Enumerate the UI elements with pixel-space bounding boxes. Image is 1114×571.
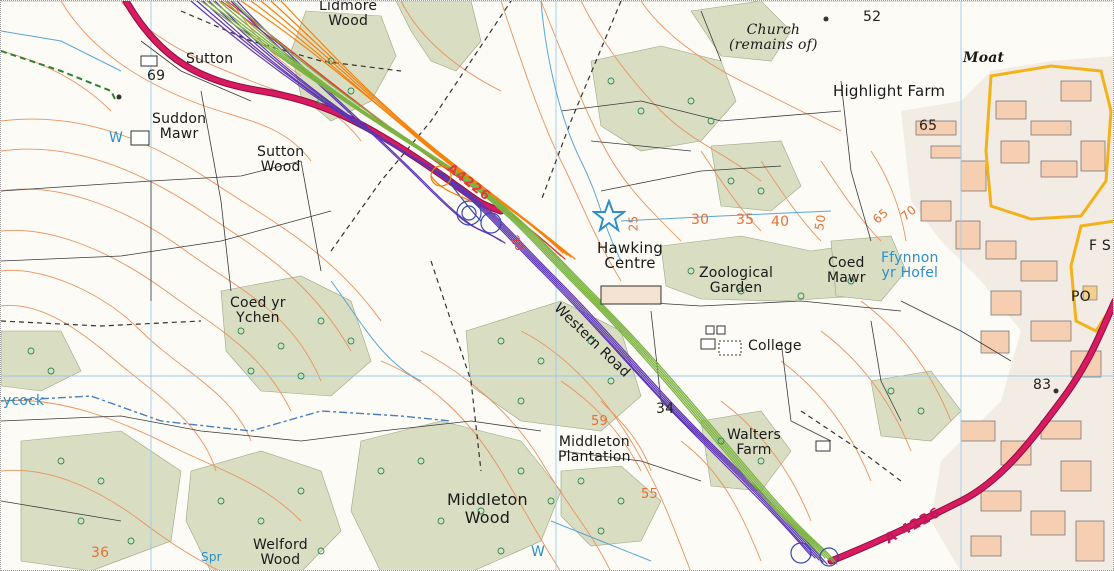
label-po: PO <box>1071 289 1091 305</box>
label-middleton-plantation: Middleton Plantation <box>558 434 631 465</box>
label-ffynnon-yr-hofel: Ffynnon yr Hofel <box>881 250 939 281</box>
tree-symbols <box>27 57 925 555</box>
contour-label-40: 40 <box>771 214 790 230</box>
contour-label-36: 36 <box>91 545 110 561</box>
contour-label-50: 50 <box>812 213 829 232</box>
label-fs: F S <box>1089 238 1111 254</box>
college-buildings <box>130 55 831 452</box>
label-hawking-centre: Hawking Centre <box>597 239 664 272</box>
contour-label-55: 55 <box>641 487 658 502</box>
label-coed-mawr: Coed Mawr <box>827 255 866 286</box>
label-lidmore-wood: Lidmore Wood <box>319 0 378 29</box>
label-welford-wood: Welford Wood <box>253 537 308 568</box>
label-middleton-wood: Middleton Wood <box>447 490 528 527</box>
label-wycock: ycock <box>3 393 45 409</box>
spot-height-65: 65 <box>919 118 938 134</box>
tracks <box>1 1 902 482</box>
label-college: College <box>748 338 802 354</box>
spot-height-34: 34 <box>656 401 675 417</box>
spot-height-52: 52 <box>863 9 882 25</box>
junction-markers <box>116 16 1059 394</box>
label-zoological-garden: Zoological Garden <box>699 265 774 296</box>
label-church-remains: Church (remains of) <box>729 22 818 53</box>
contour-label-25: 25 <box>626 215 641 232</box>
contour-label-30: 30 <box>691 212 710 228</box>
label-sutton: Sutton <box>186 51 234 67</box>
label-walters-farm: Walters Farm <box>727 427 781 458</box>
spot-height-83: 83 <box>1033 377 1052 393</box>
contour-label-35: 35 <box>736 212 755 228</box>
contour-label-59: 59 <box>591 414 608 429</box>
parish-boundary <box>1 395 452 432</box>
route-bundle <box>190 1 839 567</box>
urban-area <box>901 56 1113 570</box>
star-icon[interactable] <box>592 199 626 233</box>
label-suddon-mawr: Suddon Mawr <box>152 111 207 142</box>
woodland-areas <box>1 1 962 570</box>
label-spr: Spr <box>201 550 222 564</box>
spot-height-69: 69 <box>147 68 166 84</box>
label-coed-yr-ychen: Coed yr Ychen <box>230 295 286 326</box>
footpath-green <box>1 50 117 102</box>
label-highlight-farm: Highlight Farm <box>833 82 946 100</box>
label-w-bottom: W <box>531 544 546 560</box>
label-w-left: W <box>109 130 124 146</box>
label-sutton-wood: Sutton Wood <box>257 144 305 175</box>
label-moat: Moat <box>963 50 1005 66</box>
